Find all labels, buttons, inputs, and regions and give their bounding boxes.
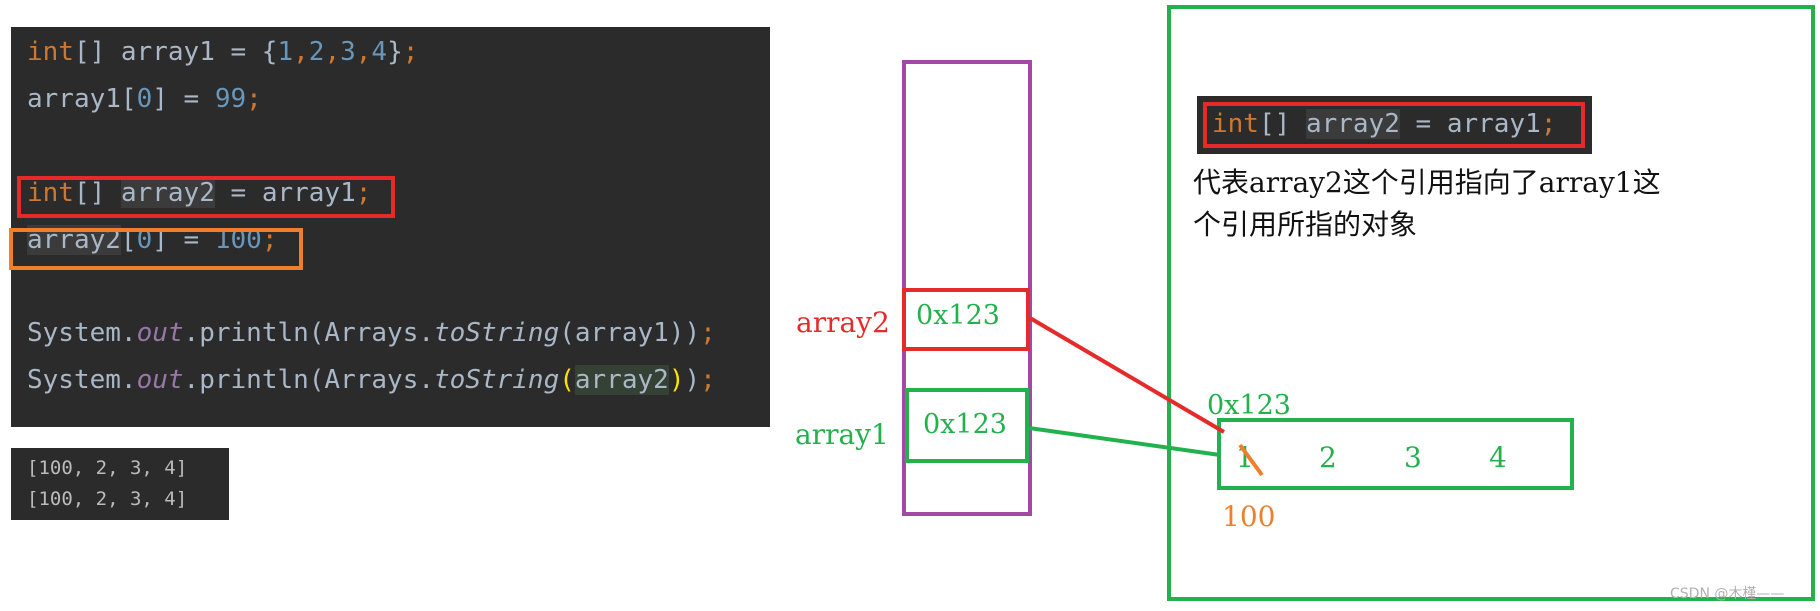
code-line-1: int[] array1 = {1,2,3,4}; — [27, 37, 419, 67]
array2-label: array2 — [796, 306, 890, 339]
heap-object-address: 0x123 — [1207, 390, 1291, 421]
code-line-6: System.out.println(Arrays.toString(array… — [27, 365, 716, 395]
array1-pointer-line — [1028, 426, 1221, 457]
array1-label: array1 — [795, 418, 889, 451]
code-line-4: array2[0] = 100; — [27, 225, 278, 255]
code-line-5: System.out.println(Arrays.toString(array… — [27, 318, 716, 348]
array2-declaration-highlight — [17, 176, 395, 218]
array2-pointer-line — [1028, 316, 1226, 434]
array2-slot — [902, 288, 1030, 351]
snippet-line: int[] array2 = array1; — [1212, 109, 1557, 139]
code-line-3: int[] array2 = array1; — [27, 178, 372, 208]
watermark: CSDN @木槿—— — [1670, 586, 1785, 602]
array1-slot — [905, 388, 1029, 463]
array-element-3: 4 — [1489, 441, 1507, 474]
description-line-2: 个引用所指的对象 — [1193, 208, 1418, 241]
new-element-value: 100 — [1222, 500, 1276, 533]
code-line-2: array1[0] = 99; — [27, 84, 262, 114]
strike-through-mark — [1238, 443, 1264, 477]
array2-assignment-highlight — [9, 228, 303, 270]
console-output: [100, 2, 3, 4] [100, 2, 3, 4] — [11, 448, 229, 520]
heap-area — [1167, 5, 1815, 601]
output-line-1: [100, 2, 3, 4] — [27, 457, 188, 479]
snippet-highlight — [1203, 102, 1585, 148]
array2-slot-value: 0x123 — [916, 300, 1000, 331]
description-line-1: 代表array2这个引用指向了array1这 — [1193, 166, 1661, 199]
array-element-2: 3 — [1404, 441, 1422, 474]
array-element-0: 1 — [1236, 441, 1254, 474]
array-element-1: 2 — [1319, 441, 1337, 474]
array1-slot-value: 0x123 — [923, 409, 1007, 440]
output-line-2: [100, 2, 3, 4] — [27, 488, 188, 510]
code-editor-panel: int[] array1 = {1,2,3,4}; array1[0] = 99… — [11, 27, 770, 427]
